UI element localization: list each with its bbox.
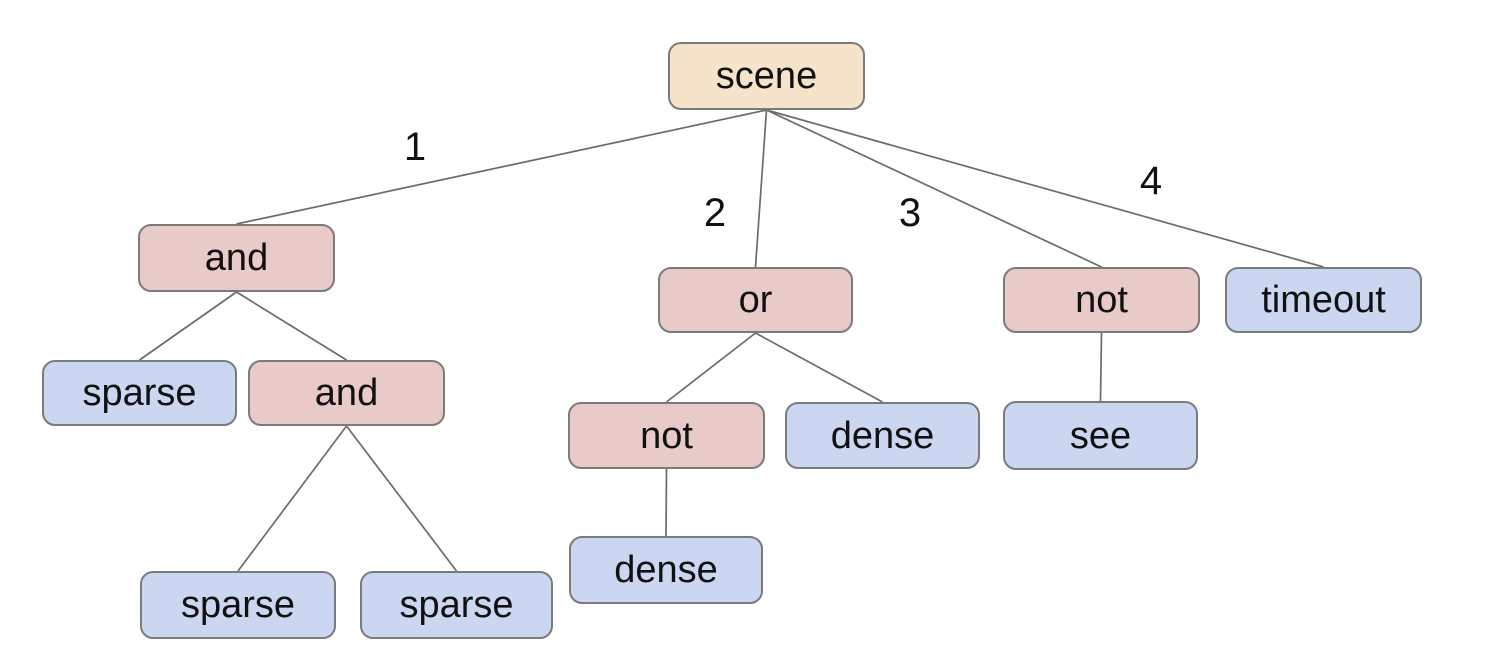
tree-node-sparse-2: sparse [140,571,336,639]
tree-edge-and-1-sparse-1 [139,291,237,361]
tree-edge-and-1-and-2 [236,291,347,361]
tree-node-dense-2: dense [569,536,763,604]
tree-node-and-1: and [138,224,335,292]
tree-edge-and-2-sparse-3 [345,425,458,572]
tree-edge-or-1-not-2 [665,332,757,403]
tree-edge-and-2-sparse-2 [237,425,348,572]
tree-edge-not-1-see-1 [1099,332,1103,402]
tree-edge-scene-not-1 [766,109,1102,268]
tree-node-sparse-3: sparse [360,571,553,639]
tree-edge-not-2-dense-2 [665,468,668,537]
edge-label-1: 1 [403,125,427,169]
tree-node-or: or [658,267,853,333]
edge-label-3: 3 [898,191,922,235]
tree-edge-scene-and-1 [236,109,767,225]
tree-edge-scene-or-1 [754,109,768,268]
tree-node-sparse-1: sparse [42,360,237,426]
tree-node-not-2: not [568,402,765,469]
tree-node-see: see [1003,401,1198,470]
tree-node-scene: scene [668,42,865,110]
edge-label-2: 2 [703,191,727,235]
tree-edge-scene-timeout-1 [766,109,1324,268]
tree-edge-or-1-dense-1 [755,332,883,403]
edge-label-4: 4 [1139,159,1163,203]
tree-node-and-2: and [248,360,445,426]
tree-node-not-1: not [1003,267,1200,333]
tree-node-timeout: timeout [1225,267,1422,333]
tree-node-dense-1: dense [785,402,980,469]
